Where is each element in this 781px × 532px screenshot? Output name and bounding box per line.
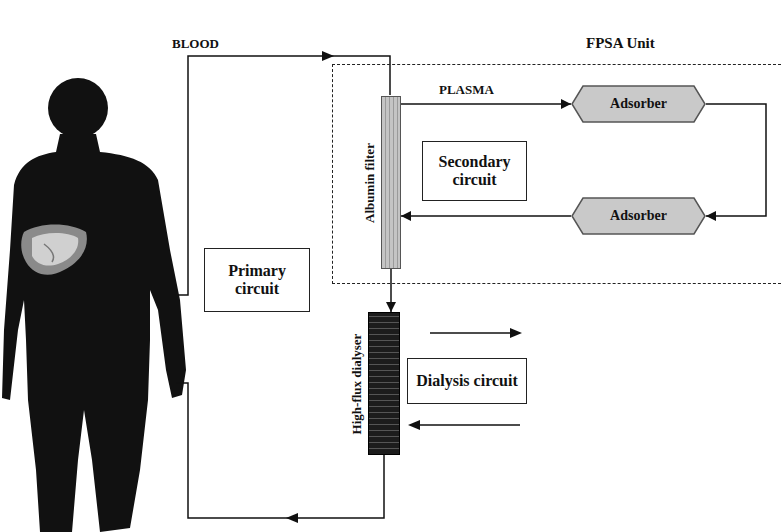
box-label: Adsorber [610, 96, 667, 112]
circuit-box: Dialysis circuit [407, 358, 526, 404]
adsorber-hexagon: Adsorber [571, 197, 706, 235]
box-label: Primary circuit [209, 262, 305, 299]
dialysate-in-line [418, 424, 520, 426]
flow-label: PLASMA [437, 82, 496, 98]
liver [21, 225, 87, 275]
box-label: Adsorber [610, 208, 667, 224]
high-flux-dialyser: High-flux dialyser [368, 312, 400, 455]
albumin-filter: Albumin filter [381, 96, 401, 269]
flow-arrowhead [322, 51, 334, 61]
liver-detail [44, 244, 54, 262]
head [48, 78, 108, 138]
flow-connector [401, 103, 571, 105]
component-label: Albumin filter [362, 143, 378, 223]
dialysate-out-line [430, 332, 512, 334]
body-silhouette [2, 134, 186, 532]
hexagon-shape [572, 198, 705, 234]
flow-connector [706, 104, 766, 216]
fpsa-unit-region: FPSA UnitAlbumin filterAdsorberSecondary… [332, 64, 781, 284]
liver-highlight [32, 233, 78, 265]
box-label: Dialysis circuit [416, 372, 517, 390]
human-figure [2, 78, 186, 532]
flow-connector [401, 215, 571, 217]
flow-connector [390, 269, 392, 312]
box-label: Secondary circuit [427, 153, 522, 190]
flow-label: BLOOD [172, 36, 219, 52]
flow-arrowhead [510, 328, 522, 338]
flow-arrowhead [286, 513, 298, 523]
hexagon-shape [572, 86, 705, 122]
component-label: High-flux dialyser [349, 333, 365, 434]
circuit-box: Primary circuit [204, 248, 310, 312]
unit-heading: FPSA Unit [586, 35, 655, 52]
flow-arrowhead [408, 420, 420, 430]
adsorber-hexagon: Adsorber [571, 85, 706, 123]
circuit-box: Secondary circuit [422, 141, 527, 201]
